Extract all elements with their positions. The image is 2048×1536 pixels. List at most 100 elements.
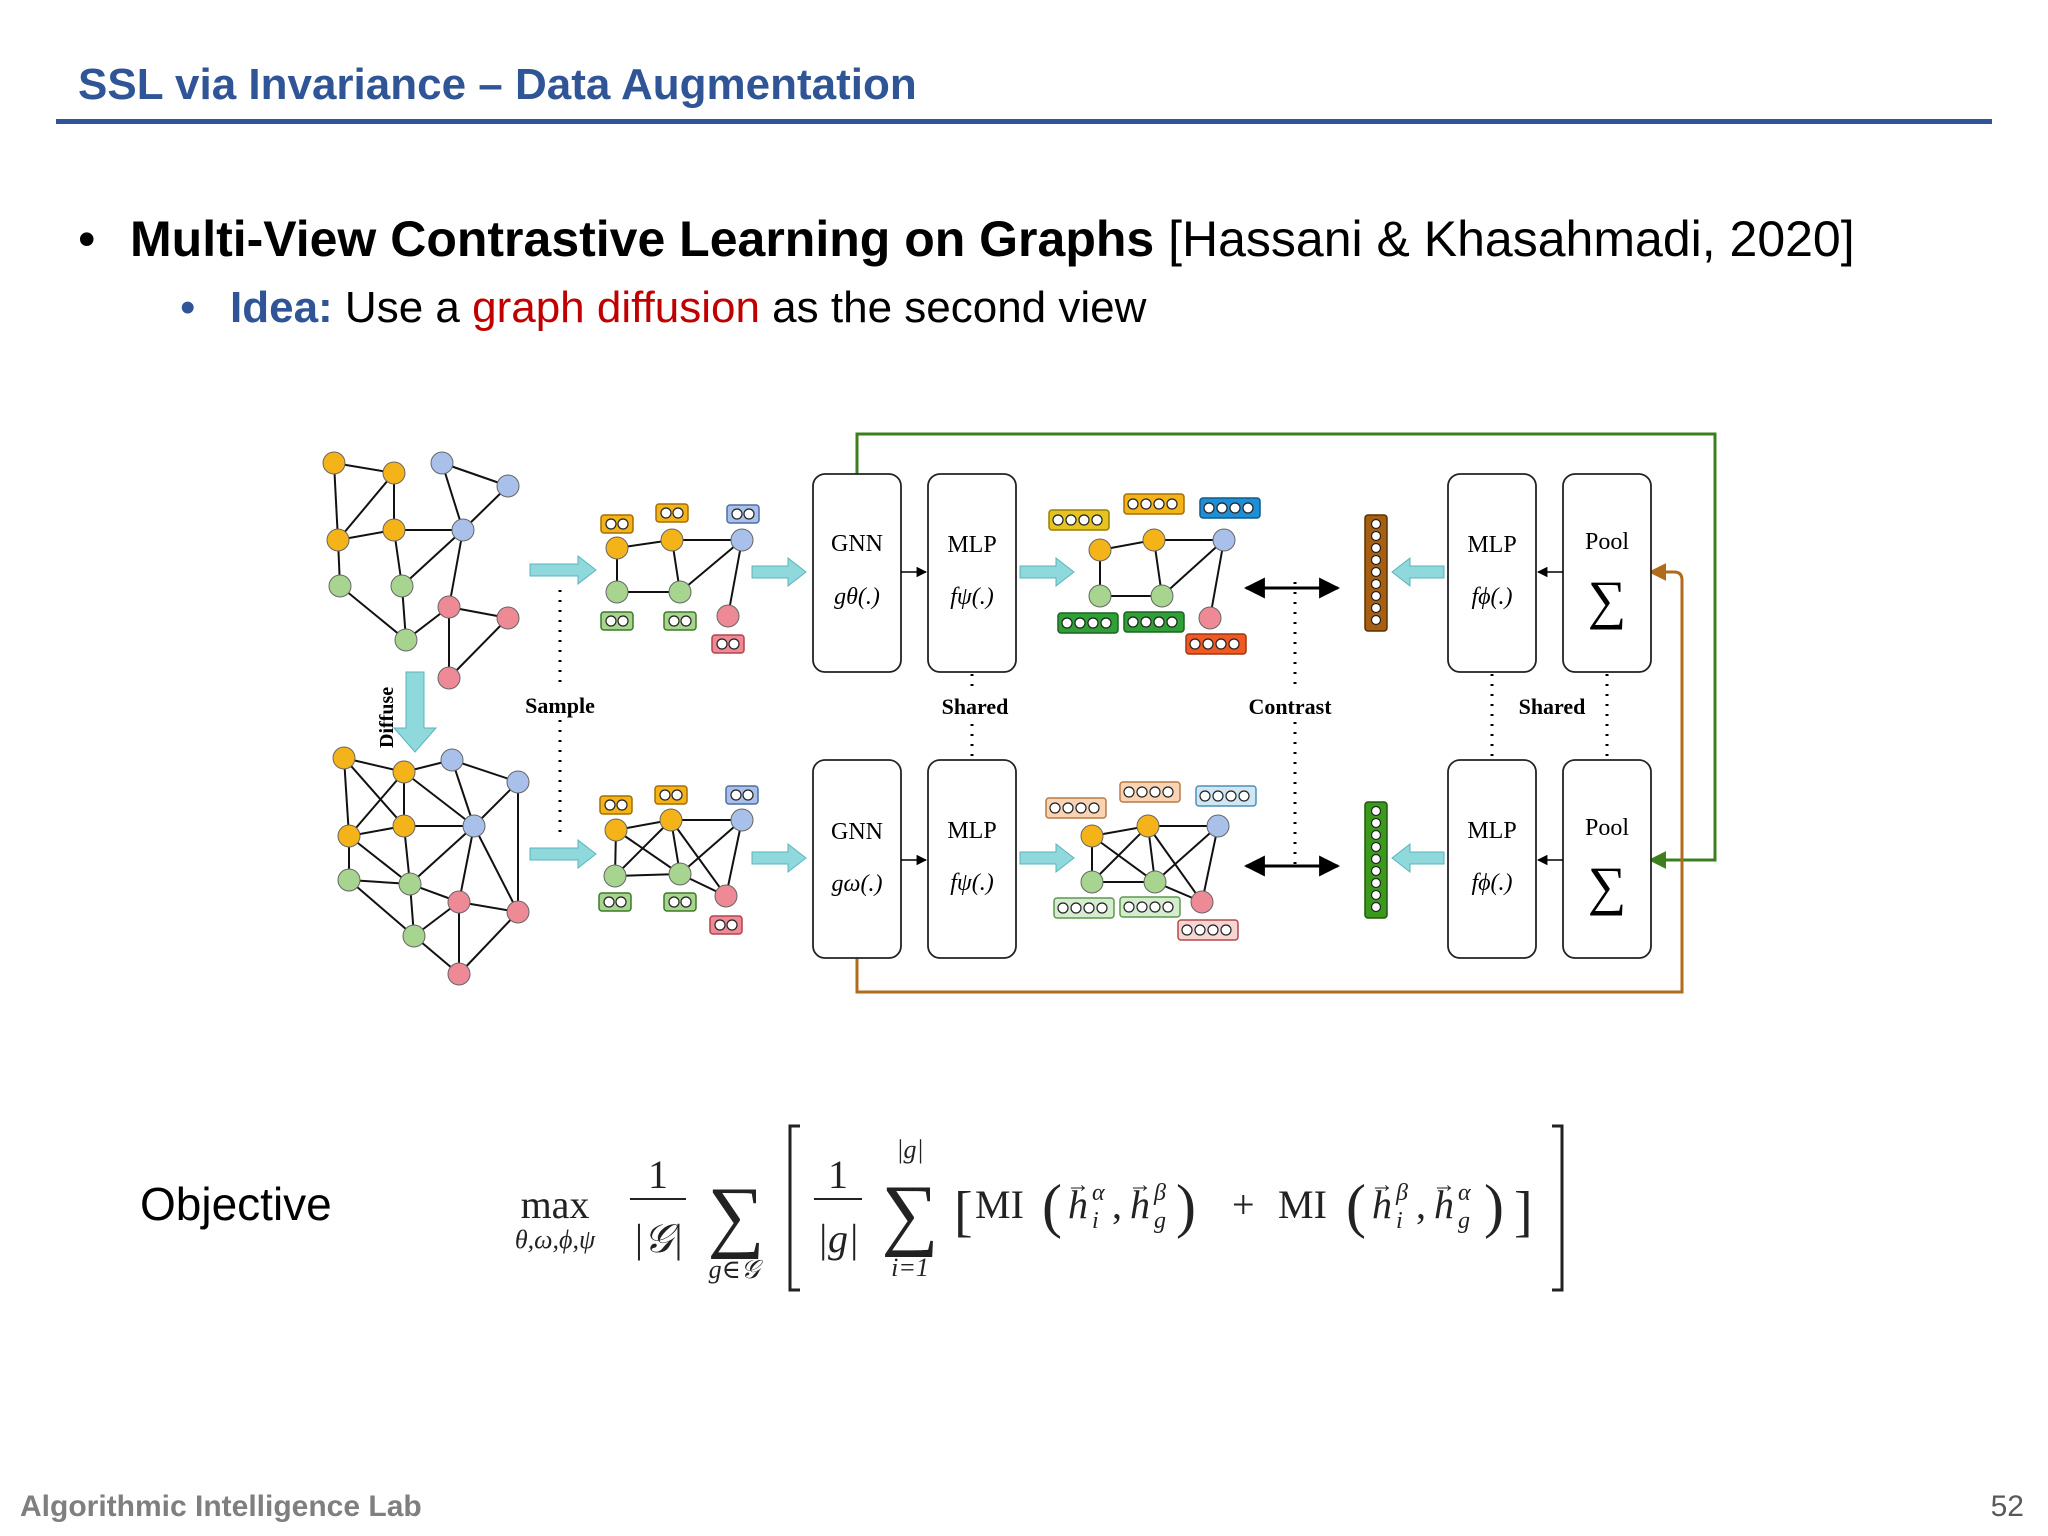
idea-label: Idea: [230,283,333,332]
formula-vec-2: → [1128,1172,1152,1198]
input-graph-nodes [322,451,520,690]
pool-bottom-sum: ∑ [1588,856,1627,916]
contrast-label: Contrast [1248,694,1332,719]
arrow-to-sample-top [529,554,597,586]
formula-paren-close-1: ) [1176,1173,1196,1239]
shared-right-label: Shared [1519,694,1586,719]
footer-lab-name: Algorithmic Intelligence Lab [20,1490,422,1523]
mlp2-bottom-fn: fϕ(.) [1471,870,1512,896]
gnn-bottom-label: GNN [831,819,883,845]
formula-sum1-sub: g∈𝒢 [709,1255,764,1284]
arrow-to-embed-bottom [1019,842,1075,874]
diffuse-label: Diffuse [376,687,398,748]
formula-outer-bracket-left [788,1124,800,1292]
slide-title: SSL via Invariance – Data Augmentation [78,60,917,109]
mlp-bottom-label: MLP [947,818,996,844]
objective-formula: max θ,ω,ϕ,ψ 1 |𝒢| ∑ g∈𝒢 1 |g| |g| ∑ i=1 … [515,1124,1564,1292]
page-number: 52 [1990,1490,2024,1523]
gnn-top-fn: gθ(.) [834,584,880,610]
pool-top-sum: ∑ [1588,570,1627,630]
mlp-bottom-fn: fψ(.) [950,870,994,896]
idea-highlight: graph diffusion [472,283,760,332]
arrow-to-gnn-bottom [751,842,807,874]
sampled-subgraph-bottom [598,785,759,935]
bullet-glyph: • [78,211,96,267]
formula-sum-1: ∑ [707,1172,764,1260]
green-loop-line [855,432,1717,869]
bullet-main-bold: Multi-View Contrastive Learning on Graph… [130,211,1155,267]
gnn-bottom-fn: gω(.) [832,871,883,897]
arrow-to-graphvec-top [1391,556,1445,588]
diffuse-arrow [392,671,438,753]
formula-h-i-alpha: h [1068,1182,1088,1227]
node-embeddings-bottom [1045,781,1257,941]
formula-paren-open-2: ( [1346,1173,1366,1239]
formula-sum2-sup: |g| [896,1135,923,1164]
arrow-to-sample-bottom [529,838,597,870]
formula-g-abs: |g| [817,1216,859,1261]
arrow-to-embed-top [1019,556,1075,588]
idea-text-after: as the second view [759,283,1147,332]
mlp2-top-label: MLP [1467,532,1516,558]
pool-top-label: Pool [1585,529,1629,555]
formula-sup-alpha-1: α [1092,1180,1105,1206]
formula-vec-1: → [1066,1172,1090,1198]
mlp2-top-fn: fϕ(.) [1471,584,1512,610]
formula-mi-1: MI [975,1182,1024,1227]
diffused-graph-nodes [332,746,530,986]
formula-outer-bracket-right [1552,1124,1564,1292]
bullet-glyph: • [180,283,196,332]
mvgrl-diagram: Diffuse [322,432,1717,994]
formula-sum-2: ∑ [881,1170,938,1258]
formula-paren-close-2: ) [1484,1173,1504,1239]
formula-sup-alpha-2: α [1458,1180,1471,1206]
objective-label: Objective [140,1178,332,1230]
node-embeddings-top [1048,493,1261,655]
formula-sub-g-1: g [1154,1208,1166,1234]
mlp2-bottom-label: MLP [1467,818,1516,844]
formula-max-sub: θ,ω,ϕ,ψ [515,1225,596,1254]
formula-h-g-beta: h [1130,1182,1150,1227]
formula-one-1: 1 [648,1152,668,1197]
title-underline [56,119,1992,124]
idea-text-before: Use a [332,283,473,332]
formula-comma-1: , [1112,1182,1122,1227]
bullet-main: • Multi-View Contrastive Learning on Grap… [78,210,1855,268]
formula-max: max [521,1182,590,1227]
brown-loop-line [855,563,1684,994]
mlp-top-fn: fψ(.) [950,584,994,610]
formula-vec-4: → [1432,1172,1456,1198]
formula-sub-g-2: g [1458,1208,1470,1234]
bullet-main-citation: [Hassani & Khasahmadi, 2020] [1154,211,1855,267]
formula-h-g-alpha: h [1434,1182,1454,1227]
bullet-idea: • Idea: Use a graph diffusion as the seco… [180,283,1146,333]
formula-G: |𝒢| [633,1216,683,1261]
formula-paren-open-1: ( [1042,1173,1062,1239]
sampled-subgraph-top [600,503,760,654]
formula-plus: + [1232,1182,1255,1227]
formula-sub-i-2: i [1396,1208,1403,1234]
formula-comma-2: , [1416,1182,1426,1227]
formula-vec-3: → [1370,1172,1394,1198]
graph-embedding-top [1364,514,1388,632]
formula-mi-2: MI [1278,1182,1327,1227]
shared-left-label: Shared [942,694,1009,719]
formula-sup-beta-2: β [1395,1180,1408,1206]
diffused-graph [343,757,519,975]
input-graph [333,462,509,679]
sample-label: Sample [525,693,595,718]
formula-sub-i-1: i [1092,1208,1099,1234]
arrow-to-gnn-top [751,556,807,588]
formula-sum2-sub: i=1 [891,1253,929,1282]
mlp-top-label: MLP [947,532,996,558]
encoder-boxes [812,473,1652,959]
formula-inner-bracket-left: [ [954,1181,973,1243]
gnn-top-label: GNN [831,531,883,557]
formula-one-2: 1 [828,1152,848,1197]
formula-sup-beta-1: β [1153,1180,1166,1206]
formula-inner-bracket-right: ] [1514,1181,1533,1243]
arrow-to-graphvec-bottom [1391,842,1445,874]
graph-embedding-bottom [1364,801,1388,919]
formula-h-i-beta: h [1372,1182,1392,1227]
pool-bottom-label: Pool [1585,815,1629,841]
